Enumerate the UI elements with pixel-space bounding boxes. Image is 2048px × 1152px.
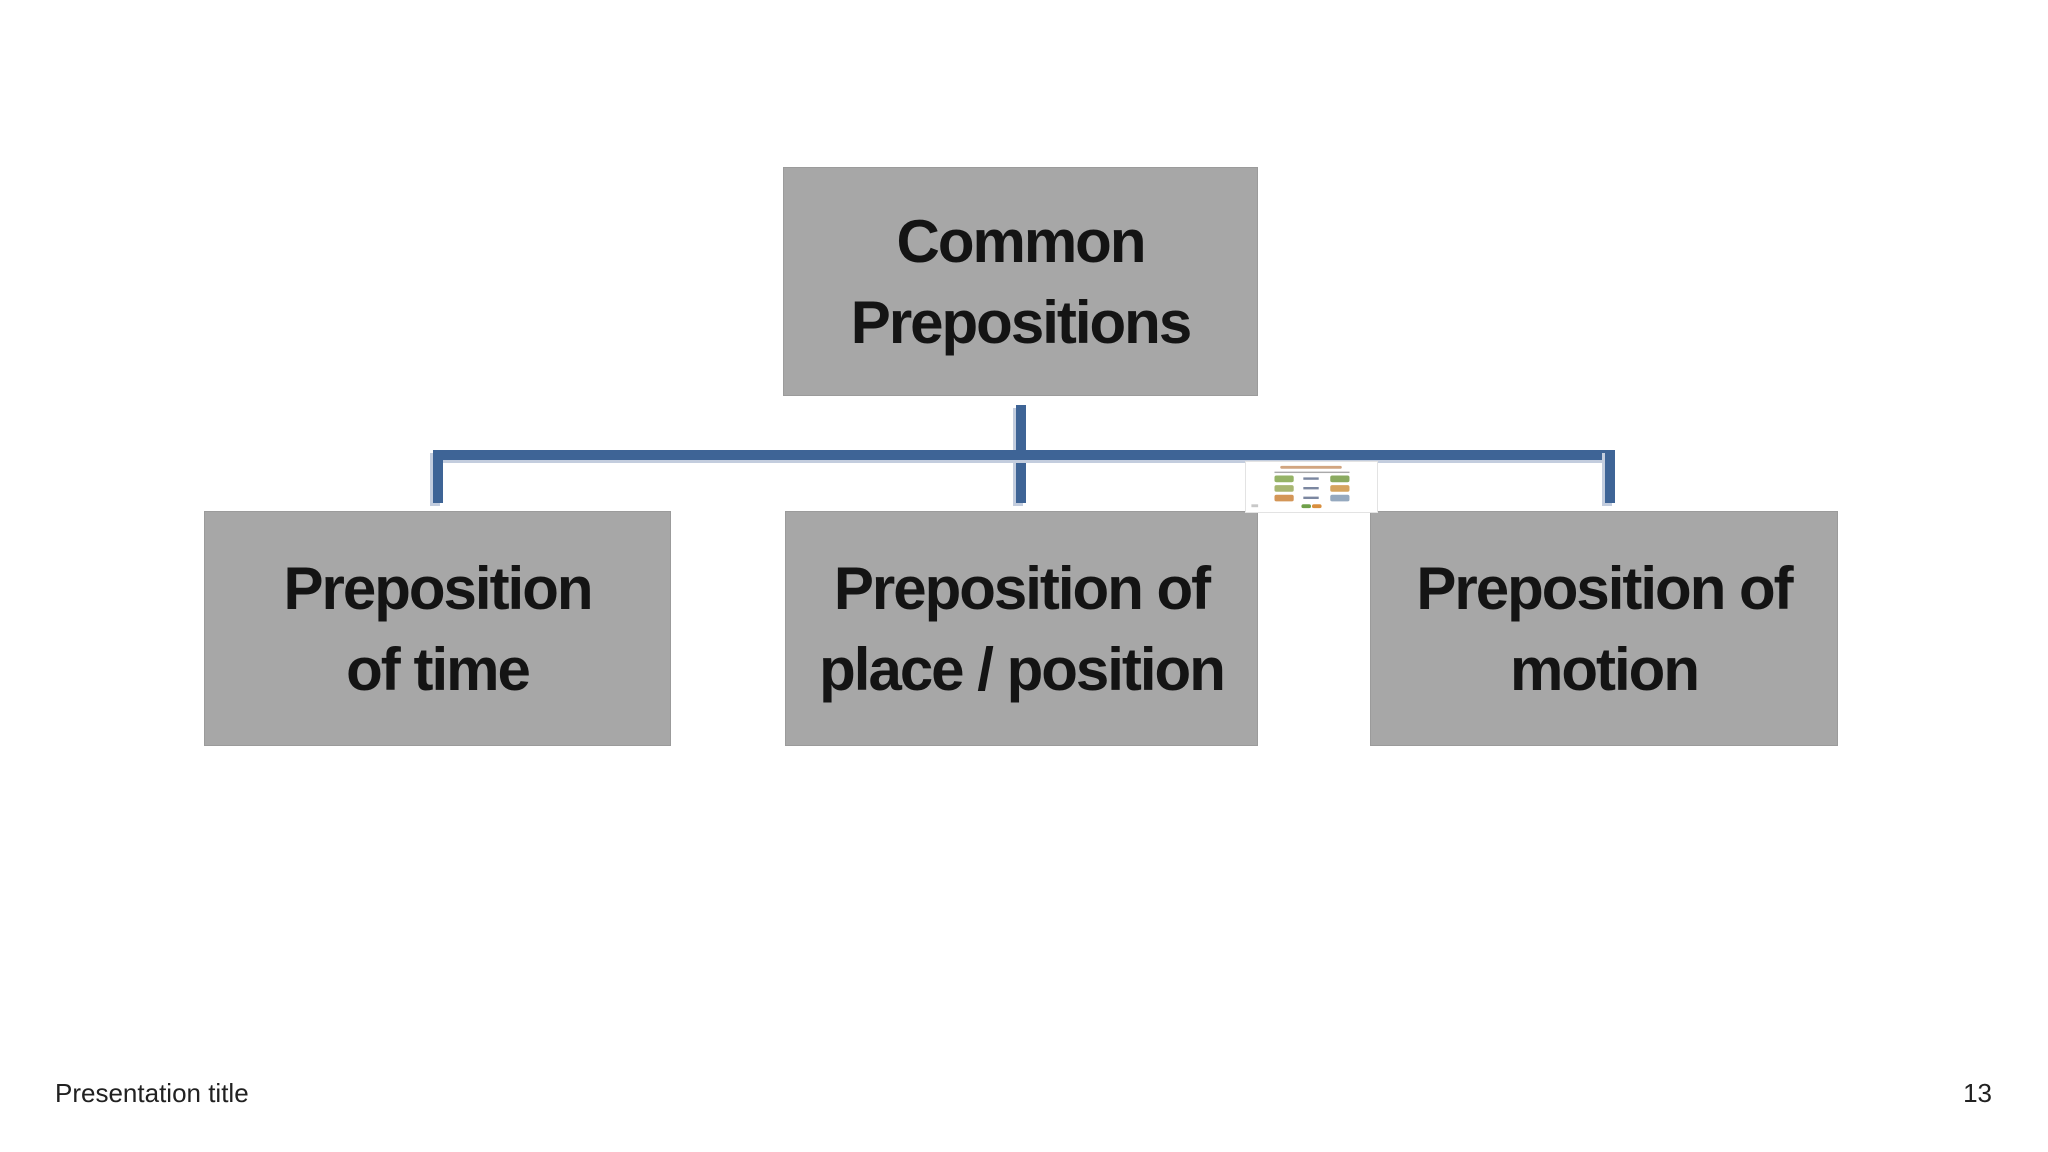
node-label-line: motion — [1510, 635, 1700, 703]
node-label-line: Preposition of — [1416, 554, 1793, 622]
connector-stub-right — [1605, 450, 1615, 503]
footer-presentation-title: Presentation title — [55, 1078, 249, 1108]
slide-page-number: 13 — [1963, 1078, 1992, 1108]
node-label-line: Prepositions — [850, 288, 1192, 356]
node-label-line: Preposition — [283, 554, 593, 622]
node-common-prepositions: Common Prepositions — [783, 167, 1258, 396]
connector-horizontal — [433, 450, 1615, 460]
prepositions-thumbnail-image — [1245, 461, 1378, 513]
node-label-line: Preposition of — [833, 554, 1211, 622]
node-label-line: Common — [896, 207, 1147, 275]
node-preposition-of-time: Preposition of time — [204, 511, 671, 746]
node-label-line: of time — [346, 635, 531, 703]
node-preposition-of-motion: Preposition of motion — [1370, 511, 1838, 746]
node-preposition-of-place-position: Preposition of place / position — [785, 511, 1258, 746]
node-label-line: place / position — [819, 635, 1226, 703]
connector-stub-left — [433, 450, 443, 503]
thumbnail-graphic-icon — [1247, 462, 1376, 512]
